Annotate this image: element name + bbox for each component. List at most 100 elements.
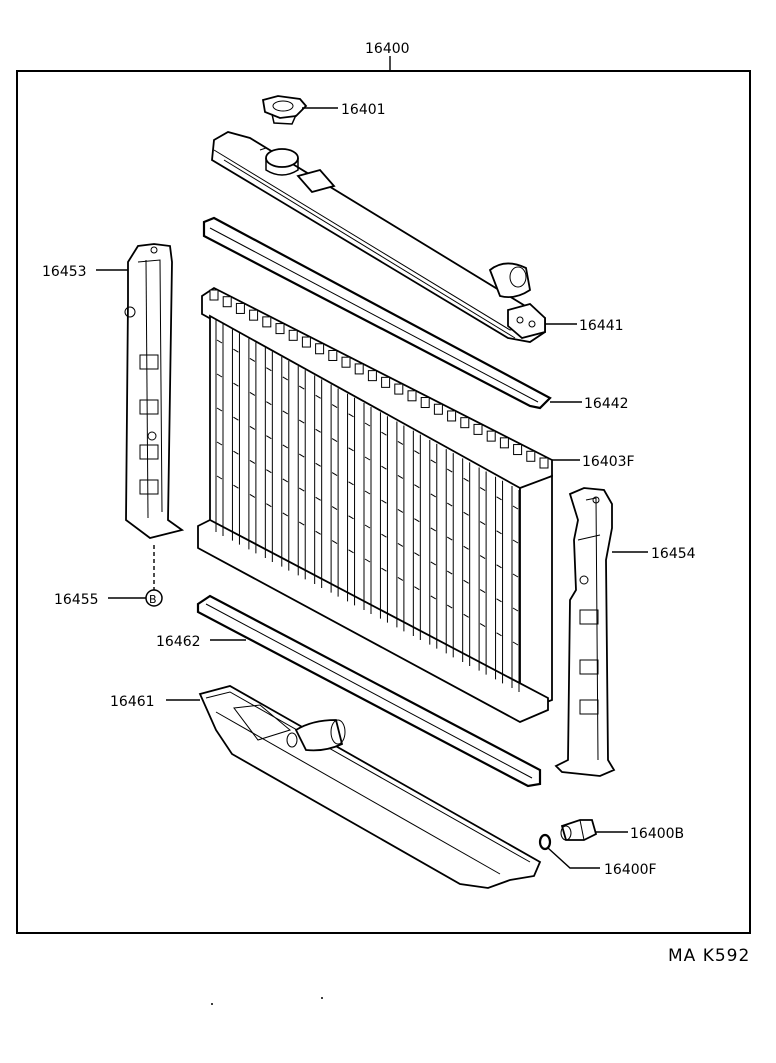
core-fin — [282, 410, 289, 415]
header-tab — [407, 390, 417, 402]
core-fin — [479, 487, 486, 491]
core-fin — [364, 490, 371, 495]
core-tube — [462, 458, 471, 666]
header-tab — [249, 309, 259, 321]
core-fin — [216, 373, 223, 378]
right-side-support — [554, 487, 616, 777]
core-fin — [233, 450, 239, 455]
core-fin — [282, 512, 289, 517]
core-fin — [496, 598, 502, 603]
core-fin — [381, 431, 387, 436]
core-tube — [429, 439, 438, 649]
core-fin — [315, 462, 321, 467]
core-fin — [446, 604, 453, 609]
header-tab — [328, 349, 338, 361]
core-fin — [331, 540, 338, 544]
core-fin — [348, 549, 354, 554]
core-fin — [216, 441, 223, 446]
leader-16400F — [547, 847, 600, 869]
core-fin — [512, 539, 519, 544]
core-fin — [249, 358, 256, 362]
label-16403F: 16403F — [582, 454, 635, 470]
label-16441: 16441 — [579, 318, 624, 334]
core-tube — [396, 421, 405, 632]
core-fin — [430, 527, 437, 532]
label-16462: 16462 — [156, 634, 201, 650]
core-fin — [216, 339, 223, 344]
core-tube — [264, 347, 273, 562]
header-tab — [433, 403, 443, 415]
core-fin — [282, 444, 289, 449]
core-fin — [512, 505, 519, 510]
radiator-core — [197, 286, 553, 723]
core-fin — [496, 632, 502, 637]
header-tab — [341, 356, 351, 368]
core-fin — [381, 465, 387, 470]
core-fin — [496, 564, 502, 569]
core-fin — [266, 367, 272, 372]
drain-plug — [560, 819, 598, 841]
core-tube — [231, 329, 240, 545]
core-tube — [478, 467, 487, 675]
core-fin — [463, 545, 469, 550]
core-fin — [414, 586, 420, 591]
core-tube — [379, 412, 388, 623]
core-fin — [249, 426, 256, 430]
core-fin — [430, 561, 437, 566]
header-tab — [222, 296, 232, 308]
header-tab — [301, 336, 311, 348]
header-tab — [420, 397, 430, 409]
core-fin — [414, 484, 420, 489]
core-fin — [298, 487, 305, 492]
core-fin — [266, 435, 272, 440]
radiator-cap — [261, 95, 308, 125]
core-fin — [496, 530, 502, 535]
core-fin — [496, 496, 502, 501]
core-fin — [282, 376, 289, 381]
drain-o-ring — [538, 833, 552, 851]
upper-gasket — [202, 216, 552, 410]
core-fin — [397, 475, 404, 479]
core-fin — [233, 348, 239, 353]
core-fin — [266, 503, 272, 508]
core-fin — [348, 481, 354, 486]
header-tab — [486, 430, 496, 442]
header-tab — [460, 417, 470, 429]
core-fin — [364, 422, 371, 427]
core-tube — [215, 320, 224, 536]
core-fin — [249, 392, 256, 396]
core-fin — [414, 450, 420, 455]
core-fin — [331, 506, 338, 510]
header-tab — [354, 363, 364, 375]
lower-tank — [198, 685, 542, 889]
core-fin — [479, 623, 486, 627]
header-tab — [288, 329, 298, 341]
core-fin — [512, 641, 519, 646]
label-16453: 16453 — [42, 264, 87, 280]
core-tube — [281, 356, 290, 571]
core-tube — [297, 366, 306, 580]
core-fin — [331, 404, 338, 408]
core-fin — [315, 530, 321, 535]
core-tube — [248, 338, 257, 554]
core-tube — [412, 430, 421, 640]
core-fin — [364, 558, 371, 563]
core-fin — [282, 478, 289, 483]
core-fin — [298, 521, 305, 526]
core-fin — [233, 382, 239, 387]
core-fin — [381, 567, 387, 572]
header-tab — [381, 376, 391, 388]
core-fin — [446, 502, 453, 507]
core-fin — [414, 518, 420, 523]
lower-gasket — [196, 594, 542, 788]
core-fin — [479, 589, 486, 593]
diagram-code: MA K592 — [668, 946, 751, 966]
assembly-frame — [16, 70, 751, 934]
core-fin — [364, 524, 371, 529]
core-fin — [249, 494, 256, 498]
core-fin — [348, 515, 354, 520]
core-fin — [463, 613, 469, 618]
core-fin — [512, 607, 519, 612]
core-fin — [233, 484, 239, 489]
